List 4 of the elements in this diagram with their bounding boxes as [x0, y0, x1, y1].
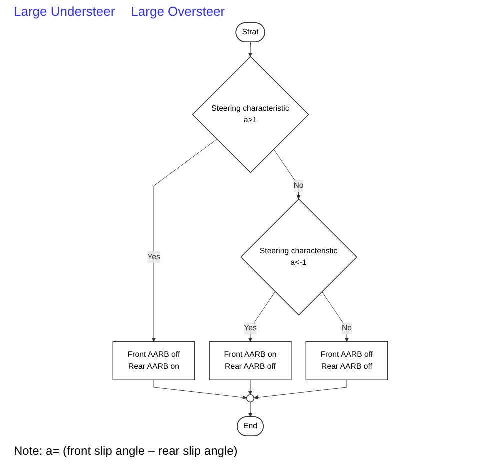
annotation-text: Large Understeer: [14, 4, 116, 19]
annotation-text: Large Oversteer: [131, 4, 226, 19]
node-circle: [246, 394, 255, 403]
note-text: Note: a= (front slip angle – rear slip angle): [14, 444, 238, 458]
